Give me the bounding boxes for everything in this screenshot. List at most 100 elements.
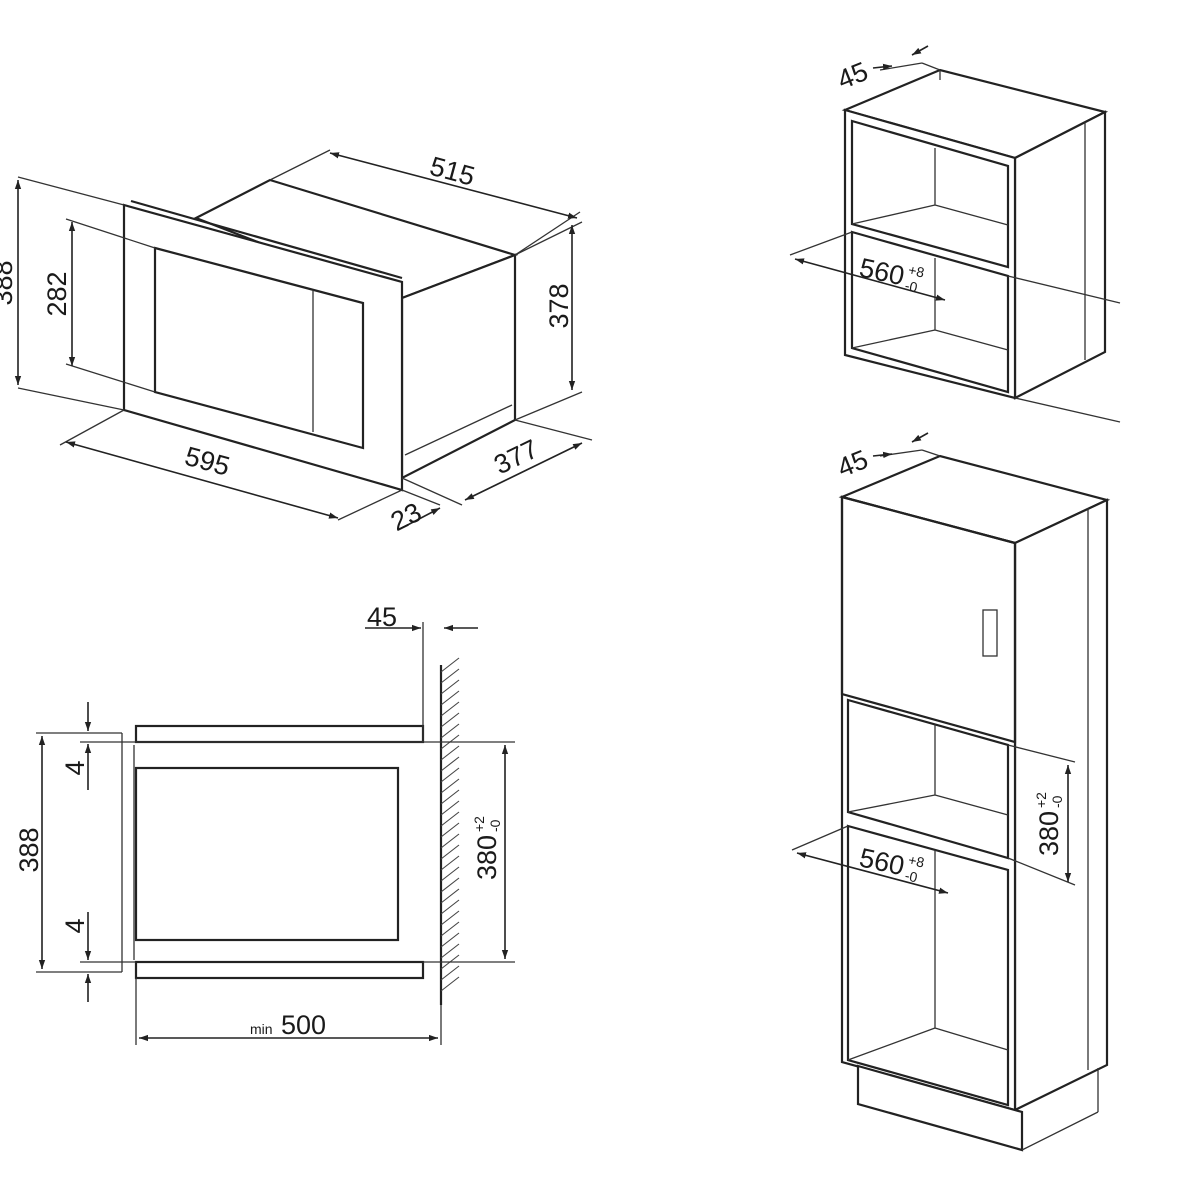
wall-cabinet-upper-niche [850,119,1010,269]
wall-cabinet-view: 45 560 +8 -0 [789,45,1121,423]
oven-side-body [134,766,400,942]
oven-ext-depth-left [269,149,331,181]
tall-cabinet-view: 45 560 +8 -0 380 +2 -0 [791,432,1111,1152]
tall-cabinet-front [840,495,1017,1112]
wall-cab-rear-gap-arrow [872,63,893,71]
wall-cab-ext-b [1007,275,1121,304]
hatch-stroke [440,668,460,684]
oven-ext-body-depth [514,419,593,441]
oven-body-depth-label: 377 [489,434,543,481]
wall-cab-niche-width-tol-minus: -0 [903,277,919,295]
oven-depth-line [329,152,578,219]
tall-cab-rear-gap-arrow-2 [911,432,929,443]
side-section-view: 388 4 4 45 380 +2 -0 min 500 [14,602,515,1045]
tall-cabinet-rear-strip [921,449,941,457]
hatch-stroke [440,921,460,937]
oven-ext-cavity-top [65,218,156,249]
hatch-stroke [440,756,460,772]
oven-depth-label: 515 [427,151,478,192]
oven-body-side-detail [404,404,513,456]
hatch-stroke [440,723,460,739]
oven-front-width-line [65,441,339,519]
hatch-stroke [440,910,460,926]
oven-front-thickness-label: 23 [386,497,426,537]
tall-cab-niche-height-tol-minus: -0 [1049,795,1065,808]
hatch-stroke [440,778,460,794]
tall-cabinet-lower-floor [847,1027,936,1061]
gap-top-label: 4 [60,760,90,775]
wall-hatching [440,657,460,992]
tall-cab-ext-b [1007,744,1076,763]
wall-cab-rear-gap-arrow-2 [911,45,929,56]
niche-height-tol-plus: +2 [471,816,487,832]
oven-ext-height-bottom [514,391,583,421]
hatch-stroke [440,877,460,893]
hatch-stroke [440,866,460,882]
hatch-stroke [440,932,460,948]
wall-cab-ext-c [1014,397,1121,423]
oven-overall-height-label: 388 [0,260,18,305]
oven-front-thickness-line [397,507,441,531]
tall-cab-niche-height-tol-plus: +2 [1033,792,1049,808]
oven-cavity-height-label: 282 [42,271,72,316]
wall-cabinet-side [1013,110,1107,400]
wall-cab-width-dim-line [794,258,946,301]
hatch-stroke [440,844,460,860]
tall-cabinet-upper-door [840,495,1017,744]
wall-cab-ext-a [789,231,853,256]
hatch-stroke [440,976,460,992]
tall-cab-niche-height-label: 380 +2 -0 [1033,792,1065,856]
wall-gap-label: 45 [367,602,397,632]
tall-cab-rear-gap-arrow [872,451,893,459]
upper-shelf [134,724,425,744]
oven-ext-front-b [401,489,441,506]
oven-front-edge [130,199,403,280]
front-height-label: 388 [14,827,44,872]
lower-shelf [134,960,425,980]
oven-ext-depth-right [514,211,581,256]
hatch-stroke [440,789,460,805]
tall-cab-ext-a [791,825,849,851]
oven-body-depth-line [464,442,583,501]
hatch-stroke [440,690,460,706]
wall-cabinet-lower-floor [851,329,936,349]
tall-cabinet-plinth-side [1021,1111,1099,1151]
hatch-stroke [440,822,460,838]
tall-cabinet-lower-compartment [846,824,1010,1107]
tall-cab-niche-width-tol-plus: +8 [907,852,926,871]
gap-bottom-label: 4 [60,918,90,933]
hatch-stroke [440,701,460,717]
hatch-stroke [440,855,460,871]
tall-cabinet-niche-floor [847,794,936,813]
niche-height-tol-minus: -0 [487,819,503,832]
wall-cabinet-lower-niche [850,230,1010,394]
oven-ext-front-a [401,477,463,506]
hatch-stroke [440,899,460,915]
oven-body-height-label: 378 [544,283,574,328]
hatch-stroke [440,943,460,959]
wall-cab-niche-width-label: 560 +8 -0 [857,253,926,296]
hatch-stroke [440,745,460,761]
wall-cab-rear-gap-label: 45 [833,56,872,95]
wall-cabinet-upper-floor [851,204,936,225]
tall-cab-ext-c [1007,857,1076,886]
hatch-stroke [440,679,460,695]
hatch-stroke [440,811,460,827]
oven-ext-top-left [17,176,125,206]
min-label: min [250,1021,273,1037]
tall-cabinet-door-handle[interactable] [982,609,998,657]
min-depth-label: 500 [281,1010,326,1040]
hatch-stroke [440,767,460,783]
niche-height-base: 380 [472,835,502,880]
oven-ext-width-right [337,489,403,521]
niche-height-label: 380 +2 -0 [471,816,503,880]
oven-isometric-view: 388 282 515 378 595 377 23 [0,149,593,537]
tall-cab-niche-height-base: 380 [1034,811,1064,856]
hatch-stroke [440,712,460,728]
tall-cab-width-dim-line [796,852,949,894]
oven-front-width-label: 595 [182,441,233,482]
hatch-stroke [440,657,460,673]
hatch-stroke [440,833,460,849]
oven-ext-width-left [59,409,125,446]
